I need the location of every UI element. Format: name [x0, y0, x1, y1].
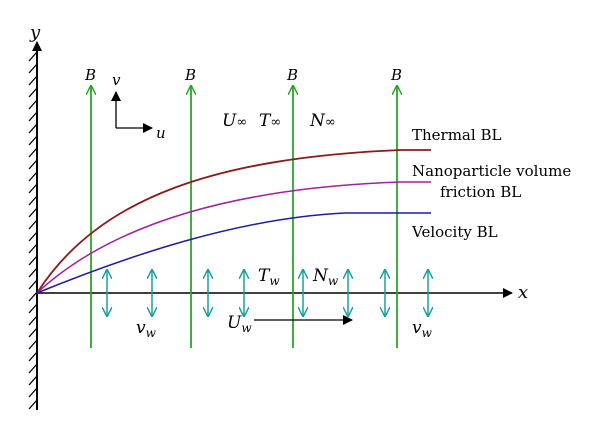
wall-hatch-mark: [28, 303, 38, 314]
free-stream-labels: U∞ T∞ N∞: [222, 111, 336, 131]
wall-hatch-mark: [28, 363, 38, 374]
field-label-2: B: [184, 66, 196, 84]
wall-hatch-mark: [28, 159, 38, 170]
wall-suction-label-left: vw: [136, 318, 157, 340]
wall-hatch-mark: [28, 267, 38, 278]
nanoparticle-bl-label-line2: friction BL: [440, 183, 521, 201]
velocity-bl-label: Velocity BL: [411, 223, 498, 241]
wall-hatch-mark: [28, 219, 38, 230]
field-label-4: B: [390, 66, 402, 84]
free-stream-velocity: U∞: [222, 111, 247, 131]
wall-hatch-mark: [28, 327, 38, 338]
wall-temperature-label: Tw: [258, 266, 280, 288]
wall-hatch-mark: [28, 255, 38, 266]
wall-hatch-mark: [28, 123, 38, 134]
wall-hatch-mark: [28, 99, 38, 110]
wall-hatch-mark: [28, 183, 38, 194]
wall-hatch-mark: [28, 339, 38, 350]
wall-hatch-mark: [28, 231, 38, 242]
thermal-bl-label: Thermal BL: [412, 126, 501, 144]
wall: [28, 45, 38, 410]
wall-hatch-mark: [28, 111, 38, 122]
x-axis-label: x: [518, 282, 528, 303]
wall-hatch-mark: [28, 51, 38, 62]
wall-hatch-mark: [28, 351, 38, 362]
coord-u-label: u: [156, 124, 166, 142]
wall-hatch-mark: [28, 399, 38, 410]
wall-hatch-mark: [28, 135, 38, 146]
wall-suction-label-right: vw: [412, 318, 433, 340]
nanoparticle-bl-label-line1: Nanoparticle volume: [412, 162, 571, 180]
magnetic-field-lines: B B B B: [84, 66, 402, 348]
wall-hatch-mark: [28, 387, 38, 398]
wall-hatch-mark: [28, 291, 38, 302]
suction-arrows: [107, 270, 428, 316]
y-axis-label: y: [29, 22, 41, 43]
free-stream-concentration: N∞: [309, 111, 336, 131]
wall-hatch-mark: [28, 171, 38, 182]
wall-hatch-mark: [28, 243, 38, 254]
wall-hatch-mark: [28, 279, 38, 290]
coord-v-label: v: [112, 71, 121, 89]
wall-hatch-mark: [28, 87, 38, 98]
velocity-bl-curve: [36, 212, 431, 294]
wall-hatch-mark: [28, 315, 38, 326]
thermal-bl-curve: [36, 149, 431, 294]
field-label-3: B: [286, 66, 298, 84]
wall-hatch-mark: [28, 195, 38, 206]
wall-velocity-label: Uw: [227, 313, 252, 335]
field-label-1: B: [84, 66, 96, 84]
wall-hatch-mark: [28, 63, 38, 74]
nanoparticle-bl-curve: [36, 181, 431, 294]
coordinate-indicator: v u: [111, 71, 166, 142]
free-stream-temperature: T∞: [259, 111, 281, 131]
wall-concentration-label: Nw: [312, 266, 339, 288]
wall-hatch-mark: [28, 147, 38, 158]
wall-hatch-mark: [28, 75, 38, 86]
wall-hatch-mark: [28, 375, 38, 386]
wall-hatch-mark: [28, 207, 38, 218]
